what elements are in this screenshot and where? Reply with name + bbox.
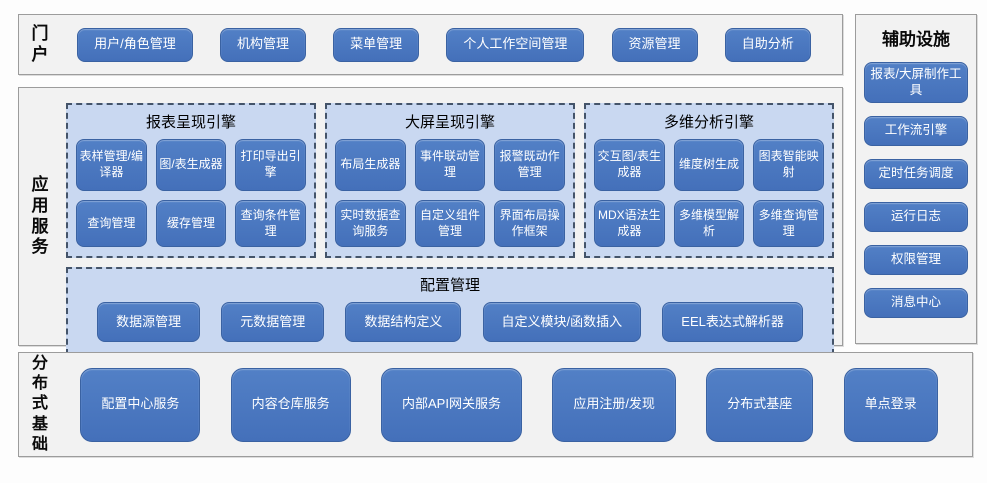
message-center-block: 消息中心 [864, 287, 968, 318]
app-services-content: 报表呈现引擎 表样管理/编译器 图/表生成器 打印导出引擎 查询管理 缓存管理 … [50, 88, 842, 355]
auxiliary-section: 辅助设施 报表/大屏制作工具 工作流引擎 定时任务调度 运行日志 权限管理 消息… [855, 14, 977, 344]
portal-row: 用户/角色管理 机构管理 菜单管理 个人工作空间管理 资源管理 自助分析 [50, 27, 842, 62]
permission-mgmt-block: 权限管理 [864, 244, 968, 275]
query-mgmt-block: 查询管理 [76, 200, 147, 247]
workflow-engine-block: 工作流引擎 [864, 115, 968, 146]
self-service-analysis-block: 自助分析 [724, 27, 811, 62]
menu-mgmt-block: 菜单管理 [333, 27, 420, 62]
auxiliary-column: 报表/大屏制作工具 工作流引擎 定时任务调度 运行日志 权限管理 消息中心 [864, 62, 968, 318]
dimension-tree-generation-block: 维度树生成 [673, 139, 745, 191]
olap-engine-group: 多维分析引擎 交互图/表生成器 维度树生成 图表智能映射 MDX语法生成器 多维… [584, 103, 834, 258]
alarm-action-mgmt-block: 报警既动作管理 [494, 139, 565, 191]
content-repo-service-block: 内容仓库服务 [230, 367, 351, 442]
eel-expression-parser-block: EEL表达式解析器 [662, 302, 803, 342]
realtime-data-query-service-block: 实时数据查询服务 [335, 200, 406, 247]
user-role-mgmt-block: 用户/角色管理 [77, 27, 193, 62]
report-engine-grid: 表样管理/编译器 图/表生成器 打印导出引擎 查询管理 缓存管理 查询条件管理 [76, 139, 306, 247]
data-structure-definition-block: 数据结构定义 [345, 302, 462, 342]
distributed-base-block: 分布式基座 [706, 367, 814, 442]
single-sign-on-block: 单点登录 [843, 367, 938, 442]
cache-mgmt-block: 缓存管理 [155, 200, 227, 247]
multidim-model-parsing-block: 多维模型解析 [673, 200, 745, 247]
org-mgmt-block: 机构管理 [219, 27, 306, 62]
app-register-discovery-block: 应用注册/发现 [552, 367, 676, 442]
distributed-label: 分布式基础 [31, 355, 48, 453]
custom-component-mgmt-block: 自定义组件管理 [414, 200, 486, 247]
datasource-mgmt-block: 数据源管理 [97, 302, 201, 342]
olap-engine-grid: 交互图/表生成器 维度树生成 图表智能映射 MDX语法生成器 多维模型解析 多维… [594, 139, 824, 247]
report-engine-group: 报表呈现引擎 表样管理/编译器 图/表生成器 打印导出引擎 查询管理 缓存管理 … [66, 103, 316, 258]
report-template-compiler-block: 表样管理/编译器 [76, 139, 147, 191]
olap-engine-title: 多维分析引擎 [663, 114, 754, 131]
app-services-section: 应用服务 报表呈现引擎 表样管理/编译器 图/表生成器 打印导出引擎 查询管理 … [18, 87, 843, 355]
engine-groups: 报表呈现引擎 表样管理/编译器 图/表生成器 打印导出引擎 查询管理 缓存管理 … [66, 103, 834, 258]
report-screen-authoring-tool-block: 报表/大屏制作工具 [864, 62, 968, 103]
print-export-engine-block: 打印导出引擎 [235, 139, 306, 191]
resource-mgmt-block: 资源管理 [611, 27, 698, 62]
runtime-log-block: 运行日志 [864, 201, 968, 232]
interactive-chart-generator-block: 交互图/表生成器 [594, 139, 665, 191]
distributed-row: 配置中心服务 内容仓库服务 内部API网关服务 应用注册/发现 分布式基座 单点… [50, 367, 972, 442]
event-linkage-mgmt-block: 事件联动管理 [414, 139, 486, 191]
config-center-service-block: 配置中心服务 [80, 367, 201, 442]
report-engine-title: 报表呈现引擎 [145, 114, 236, 131]
config-mgmt-row: 数据源管理 元数据管理 数据结构定义 自定义模块/函数插入 EEL表达式解析器 [76, 302, 824, 342]
query-condition-mgmt-block: 查询条件管理 [235, 200, 306, 247]
config-mgmt-group: 配置管理 数据源管理 元数据管理 数据结构定义 自定义模块/函数插入 EEL表达… [66, 267, 834, 355]
app-services-label: 应用服务 [31, 175, 49, 257]
chart-smart-mapping-block: 图表智能映射 [753, 139, 824, 191]
scheduled-task-dispatch-block: 定时任务调度 [864, 158, 968, 189]
screen-engine-group: 大屏呈现引擎 布局生成器 事件联动管理 报警既动作管理 实时数据查询服务 自定义… [325, 103, 575, 258]
personal-workspace-mgmt-block: 个人工作空间管理 [446, 27, 585, 62]
screen-engine-grid: 布局生成器 事件联动管理 报警既动作管理 实时数据查询服务 自定义组件管理 界面… [335, 139, 565, 247]
mdx-syntax-generator-block: MDX语法生成器 [594, 200, 665, 247]
config-mgmt-title: 配置管理 [419, 277, 480, 294]
internal-api-gateway-service-block: 内部API网关服务 [381, 367, 522, 442]
metadata-mgmt-block: 元数据管理 [221, 302, 325, 342]
chart-table-generator-block: 图/表生成器 [155, 139, 227, 191]
portal-label: 门户 [31, 23, 49, 64]
custom-module-function-insert-block: 自定义模块/函数插入 [482, 302, 642, 342]
distributed-section: 分布式基础 配置中心服务 内容仓库服务 内部API网关服务 应用注册/发现 分布… [18, 352, 973, 457]
auxiliary-label: 辅助设施 [882, 30, 950, 49]
multidim-query-mgmt-block: 多维查询管理 [753, 200, 824, 247]
ui-layout-framework-block: 界面布局操作框架 [494, 200, 565, 247]
portal-section: 门户 用户/角色管理 机构管理 菜单管理 个人工作空间管理 资源管理 自助分析 [18, 14, 843, 75]
screen-engine-title: 大屏呈现引擎 [404, 114, 495, 131]
layout-generator-block: 布局生成器 [335, 139, 406, 191]
